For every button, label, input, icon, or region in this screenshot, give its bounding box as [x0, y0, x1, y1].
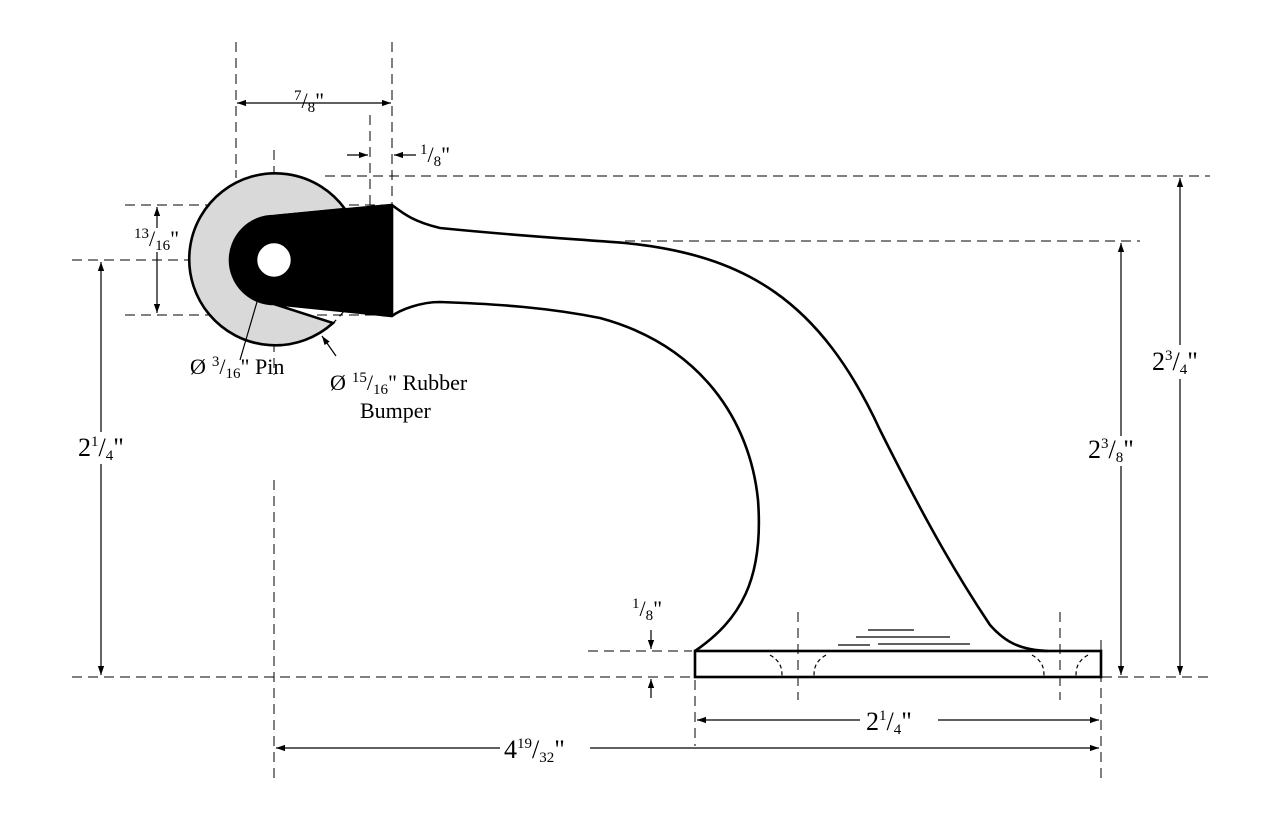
dim-top-offset: 7/8" [294, 88, 324, 116]
dim-pin-gap: 1/8" [420, 142, 450, 170]
dim-pin-height: 21/4" [78, 433, 124, 464]
dim-slot-height: 13/16" [134, 226, 179, 254]
dim-base-thickness: 1/8" [632, 596, 662, 624]
pin-circle [254, 240, 294, 280]
extension-lines [72, 42, 1210, 780]
base-plate [693, 629, 1103, 679]
bumper-label-line2: Bumper [360, 398, 432, 423]
dimension-lines [97, 99, 1184, 752]
dim-arm-height: 23/8" [1088, 435, 1134, 466]
dim-total-height: 23/4" [1152, 347, 1198, 378]
dim-base-length: 21/4" [866, 707, 912, 738]
rubber-bumper [187, 172, 392, 347]
dim-overall-length: 419/32" [504, 735, 565, 766]
arm-body [273, 203, 1049, 653]
